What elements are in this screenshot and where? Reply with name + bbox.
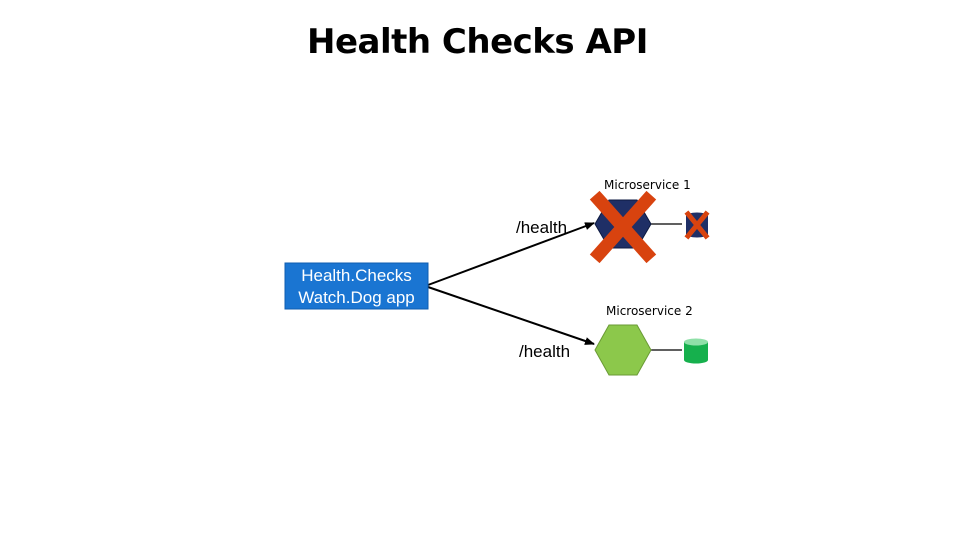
microservice-2-hexagon-icon[interactable] [594, 324, 652, 376]
watchdog-app-label-line-1: Health.Checks [301, 266, 412, 285]
microservice-2-label: Microservice 2 [606, 304, 693, 318]
microservice-2-endpoint-label: /health [519, 342, 570, 361]
microservice-2-database-icon [684, 338, 708, 364]
microservice-1-failure-x-icon [589, 190, 657, 264]
watchdog-app-box-background [284, 262, 429, 310]
page-title: Health Checks API [307, 22, 648, 62]
microservice-1-endpoint-label: /health [516, 218, 567, 237]
watchdog-app-box[interactable]: Health.Checks Watch.Dog app [284, 262, 429, 310]
database-1-failure-x-icon [684, 210, 710, 240]
connector-watchdog-to-microservice-2 [427, 286, 595, 345]
watchdog-app-label-line-2: Watch.Dog app [298, 288, 415, 307]
microservice-1-label: Microservice 1 [604, 178, 691, 192]
connector-watchdog-to-microservice-1 [427, 222, 595, 286]
